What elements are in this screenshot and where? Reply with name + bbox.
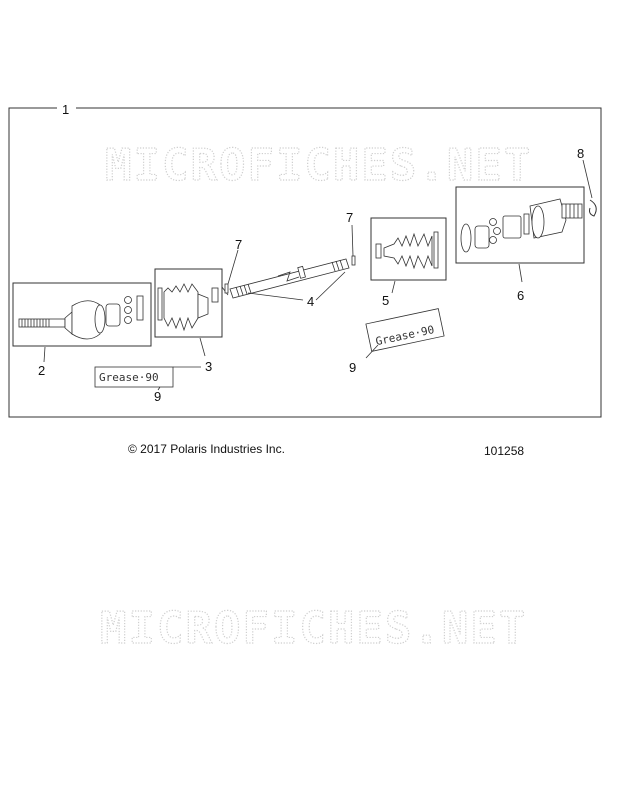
callout-4: 4: [307, 294, 314, 309]
watermark-bottom: MICROFICHES.NET: [100, 603, 527, 654]
diagram-number: 101258: [484, 444, 525, 458]
grease-label-left: Grease·90: [99, 371, 159, 384]
watermark-top: MICROFICHES.NET: [105, 140, 532, 191]
callout-1: 1: [62, 102, 69, 117]
callout-6: 6: [517, 288, 524, 303]
callout-9-left: 9: [154, 389, 161, 404]
callout-3: 3: [205, 359, 212, 374]
axle-shaft: [229, 258, 350, 299]
outer-cv-stub-shaft: [18, 300, 106, 340]
inner-cv-joint-group: [455, 186, 585, 264]
boot-kit-left-group: [154, 268, 223, 338]
callout-9-right: 9: [349, 360, 356, 375]
clip-right: [351, 255, 356, 266]
copyright-text: © 2017 Polaris Industries Inc.: [128, 442, 285, 456]
retaining-ring: [589, 199, 597, 217]
callout-7-right: 7: [346, 210, 353, 225]
callout-2: 2: [38, 363, 45, 378]
clip-left: [224, 283, 229, 294]
assembly-frame: [8, 107, 602, 418]
callout-7-left: 7: [235, 237, 242, 252]
grease-packet-left: Grease·90: [94, 366, 174, 388]
callout-8: 8: [577, 146, 584, 161]
outer-cv-internals: [105, 295, 144, 327]
boot-kit-right-group: [370, 217, 447, 281]
callout-5: 5: [382, 293, 389, 308]
outer-cv-joint-group: [12, 282, 152, 347]
